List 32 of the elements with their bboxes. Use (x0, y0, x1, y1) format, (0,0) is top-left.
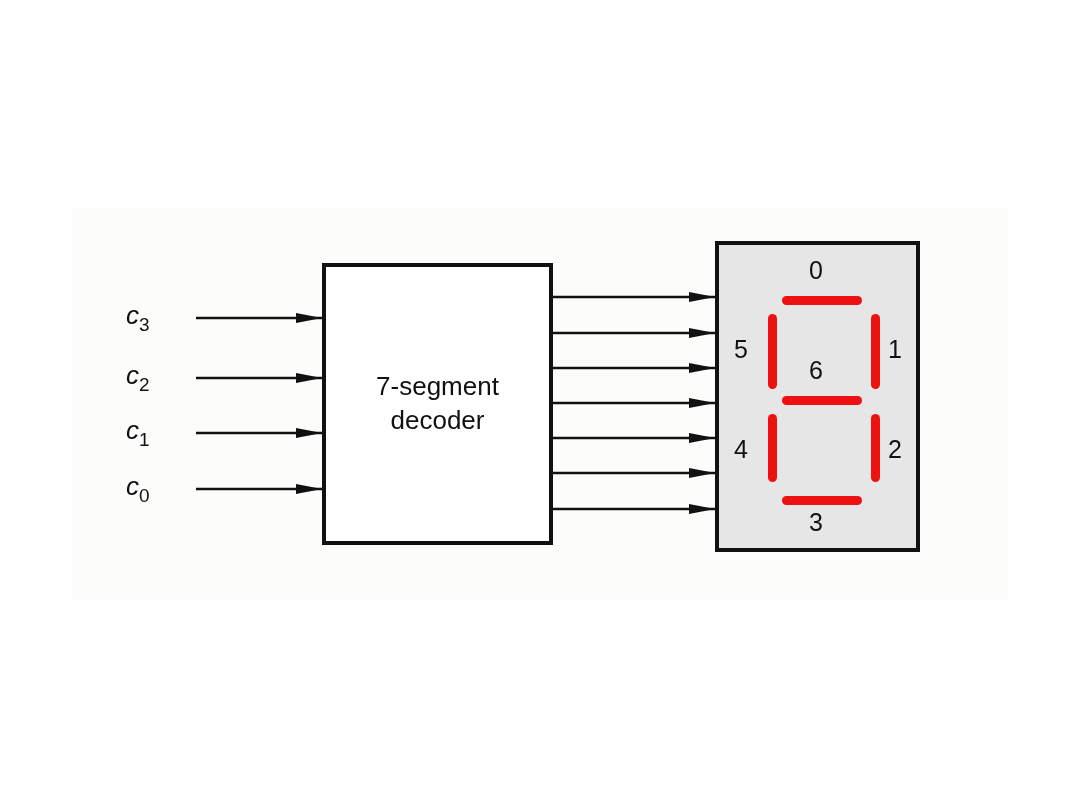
segment-number: 5 (733, 334, 749, 364)
segment-number: 3 (808, 507, 824, 537)
display-segment (768, 414, 777, 482)
block-label: 7-segment decoder (375, 370, 500, 437)
input-signal-label: c$_{1}$ (126, 415, 196, 451)
input-signal-label: c$_{3}$ (126, 300, 196, 336)
display-segment (782, 496, 862, 505)
arrow (196, 373, 322, 383)
input-signal-label: c$_{2}$ (126, 360, 196, 396)
display-segment (782, 296, 862, 305)
segment-number: 4 (733, 434, 749, 464)
segment-number: 1 (887, 334, 903, 364)
arrow (196, 428, 322, 438)
arrow (553, 468, 715, 478)
display-segment (782, 396, 862, 405)
arrow (553, 504, 715, 514)
arrow (196, 313, 322, 323)
segment-number: 2 (887, 434, 903, 464)
segment-number: 6 (808, 355, 824, 385)
seven-segment-display (715, 241, 920, 552)
arrow (553, 328, 715, 338)
decoder-block (322, 263, 553, 545)
display-segment (871, 414, 880, 482)
arrow (553, 398, 715, 408)
arrow (553, 292, 715, 302)
input-signal-label: c$_{0}$ (126, 471, 196, 507)
segment-number: 0 (808, 255, 824, 285)
arrow (196, 484, 322, 494)
display-segment (768, 314, 777, 389)
arrow (553, 363, 715, 373)
arrow (553, 433, 715, 443)
display-segment (871, 314, 880, 389)
